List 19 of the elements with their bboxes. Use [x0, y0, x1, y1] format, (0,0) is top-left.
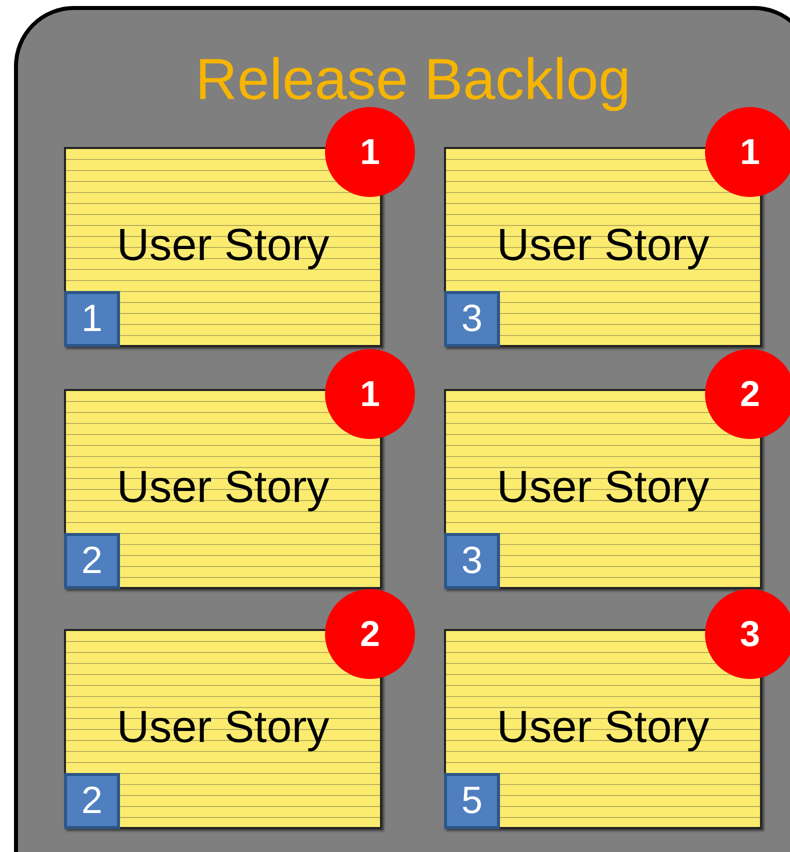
estimate-square: 5: [444, 773, 500, 829]
priority-circle: 3: [705, 589, 790, 679]
priority-circle: 2: [325, 589, 415, 679]
estimate-square: 2: [64, 773, 120, 829]
card-title: User Story: [496, 701, 710, 753]
estimate-square: 3: [444, 291, 500, 347]
backlog-panel: [14, 6, 790, 852]
card-title: User Story: [116, 701, 330, 753]
estimate-square: 1: [64, 291, 120, 347]
priority-circle: 2: [705, 349, 790, 439]
estimate-square: 2: [64, 533, 120, 589]
card-title: User Story: [116, 219, 330, 271]
priority-circle: 1: [705, 107, 790, 197]
estimate-square: 3: [444, 533, 500, 589]
card-title: User Story: [496, 461, 710, 513]
card-title: User Story: [496, 219, 710, 271]
card-title: User Story: [116, 461, 330, 513]
priority-circle: 1: [325, 107, 415, 197]
priority-circle: 1: [325, 349, 415, 439]
